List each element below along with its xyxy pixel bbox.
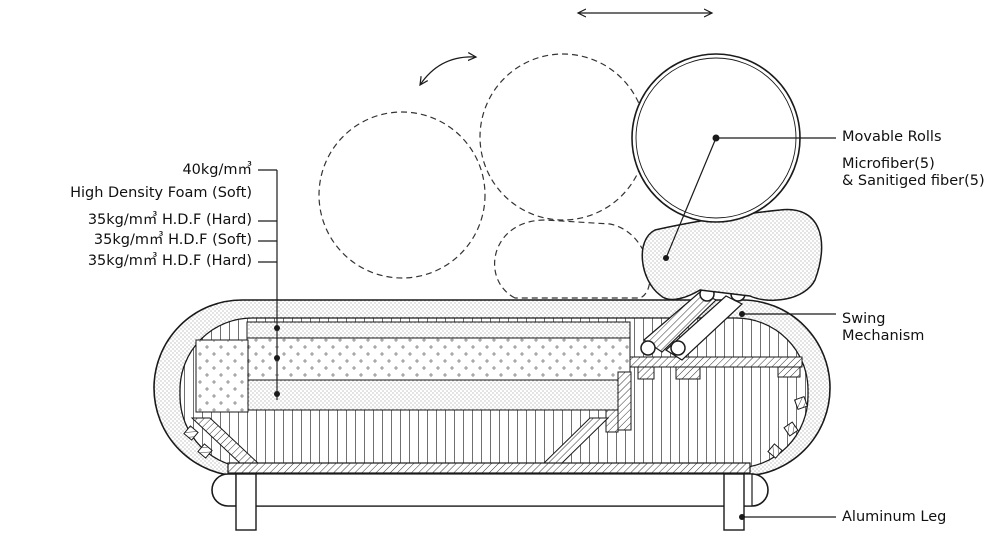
label-aluminum-leg: Aluminum Leg [842,509,947,525]
sofa-body [153,299,831,477]
top-foam-layer [246,321,631,339]
label-swing-line1: Swing [842,311,886,327]
armrest-cushion [641,208,823,302]
label-foam-40: 40kg/m㎥ [182,162,252,178]
leader-dots [274,134,745,520]
label-high-density-foam: High Density Foam (Soft) [70,185,252,201]
high-density-foam [246,337,631,381]
label-hdf-soft: 35kg/m㎥ H.D.F (Soft) [93,232,252,248]
aluminum-legs [211,473,769,531]
label-hdf-hard-2: 35kg/m㎥ H.D.F (Hard) [87,253,252,269]
label-fiber-line1: Microfiber(5) [842,156,935,172]
ghost-roll-positions [318,53,651,299]
label-hdf-hard-1: 35kg/m㎥ H.D.F (Hard) [87,212,252,228]
label-movable-rolls: Movable Rolls [842,129,942,145]
leader-lines [258,137,836,518]
side-foam-block [195,339,249,413]
rotate-arrow [420,57,476,85]
label-fiber-line2: & Sanitiged fiber(5) [842,173,985,189]
label-swing-line2: Mechanism [842,328,925,344]
bottom-foam-layer [246,379,631,411]
